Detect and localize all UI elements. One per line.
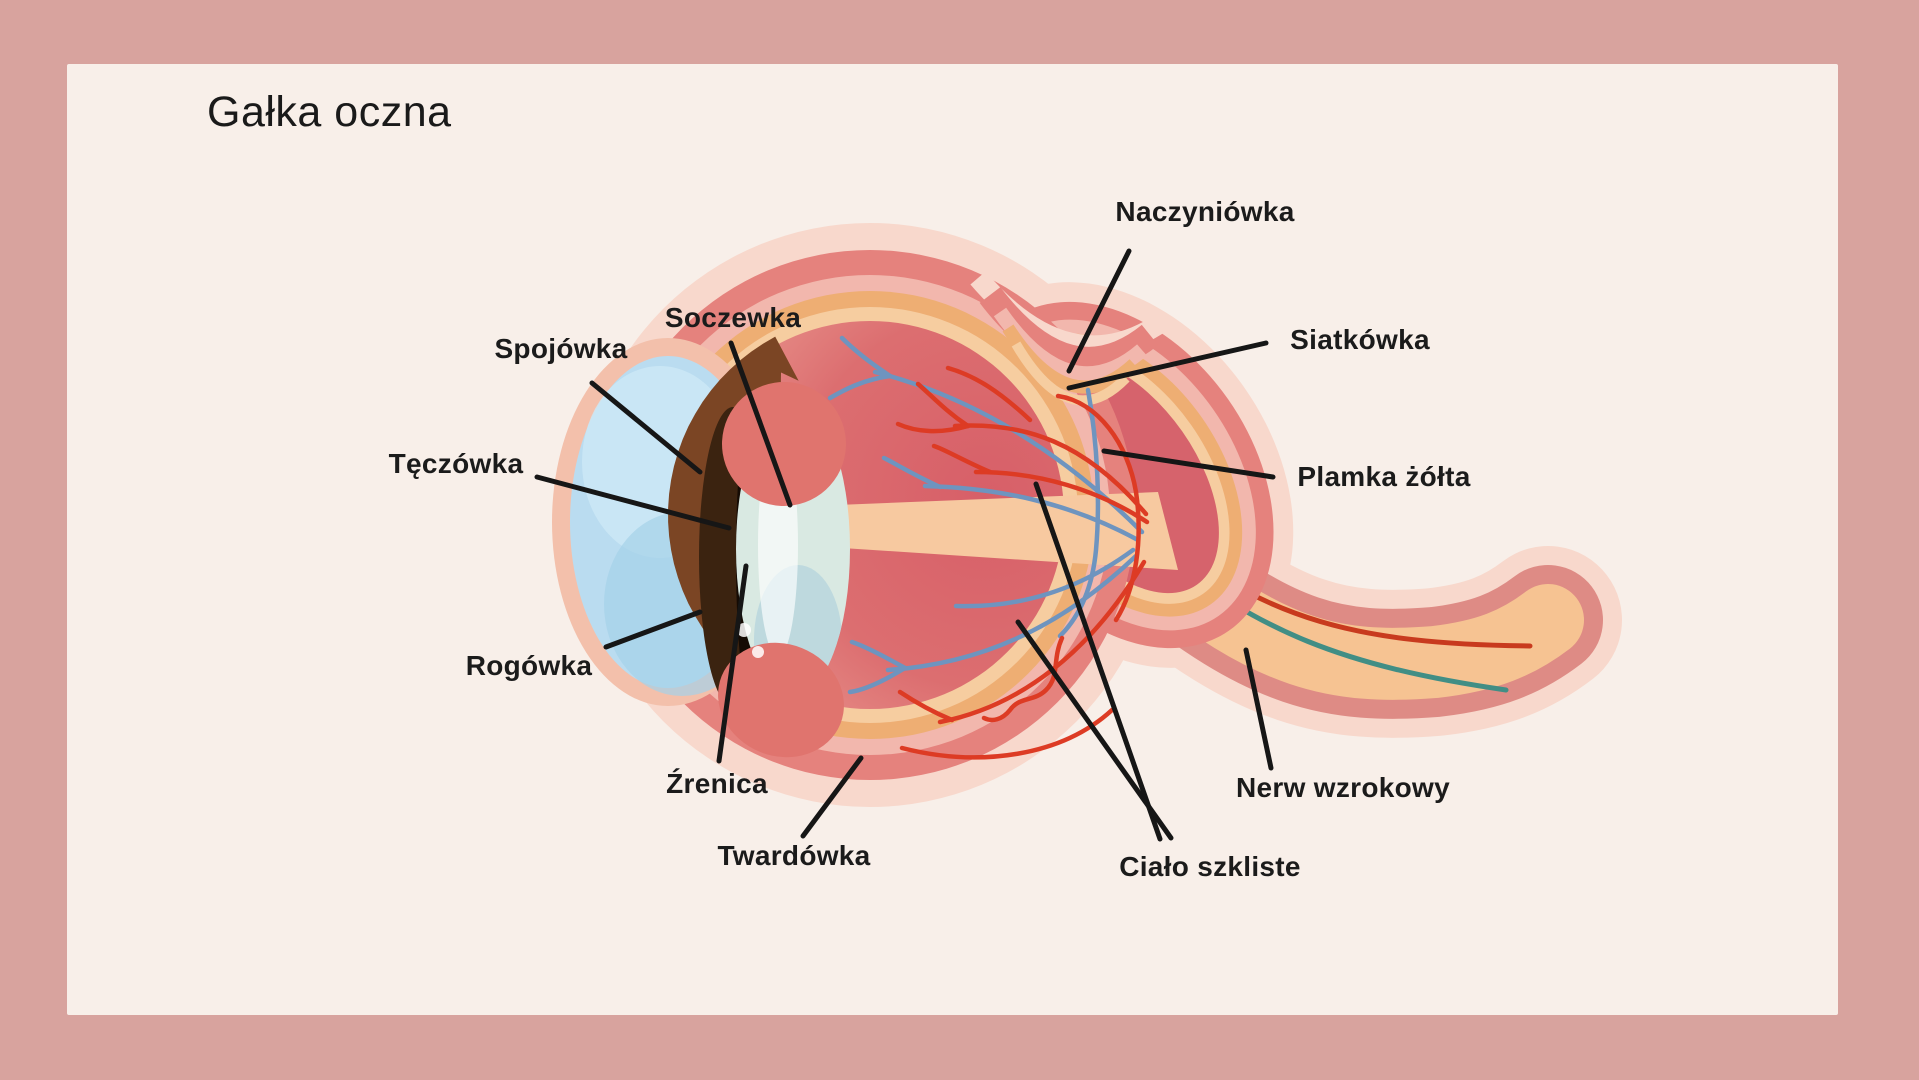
leader-spojowka (589, 380, 703, 475)
leader-naczyniowka (1066, 248, 1132, 374)
leader-plamka-zolta (1101, 448, 1276, 480)
page-title: Gałka oczna (207, 88, 452, 136)
blood-vessels (827, 335, 1150, 760)
ciliary-body-top (722, 382, 846, 506)
leader-twardowka (800, 755, 864, 839)
leader-nerw-wzrokowy (1243, 647, 1274, 771)
leader-rogowka (603, 609, 703, 650)
leader-soczewka (728, 340, 793, 508)
visual-axis-beam (812, 492, 1178, 570)
leader-zrenica (716, 563, 749, 764)
anterior-segment (552, 336, 850, 758)
leader-lines (534, 248, 1276, 842)
ciliary-body-bottom (718, 642, 844, 758)
leader-siatkowka (1066, 340, 1269, 391)
leader-cialo-szkliste (1033, 481, 1163, 842)
leader-cialo-szkliste (1015, 619, 1174, 841)
leader-teczowka (534, 474, 732, 531)
